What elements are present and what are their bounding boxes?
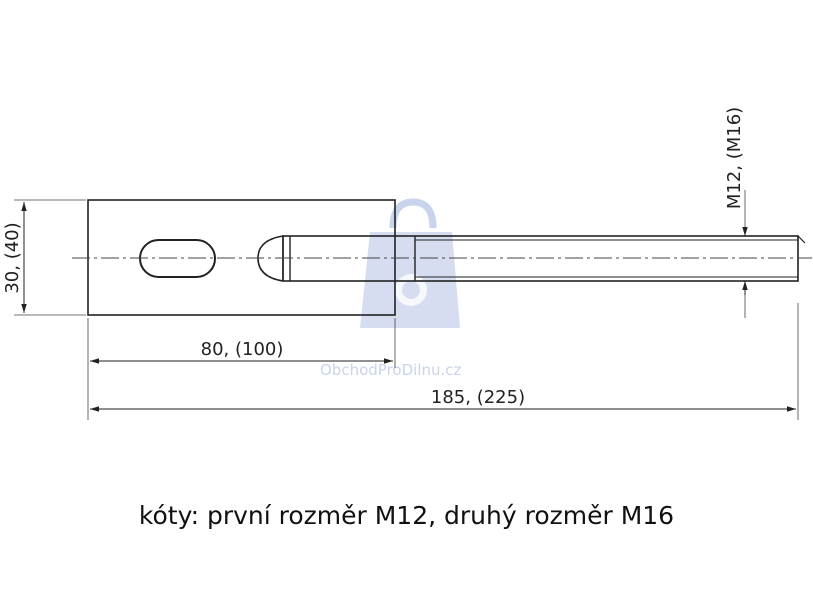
threaded-rod	[282, 235, 799, 282]
watermark: ObchodProDilnu.cz	[320, 198, 461, 379]
plate-length-label: 80, (100)	[201, 339, 284, 360]
thread-dimension-label: M12, (M16)	[724, 107, 745, 209]
plate-slot	[139, 239, 216, 278]
caption: kóty: první rozměr M12, druhý rozměr M16	[138, 501, 675, 530]
anchor-plate	[87, 199, 396, 316]
weld-bead	[257, 235, 284, 282]
height-dimension-label: 30, (40)	[2, 222, 23, 293]
rod-end-chamfer	[797, 235, 806, 244]
shopping-bag-tools-icon	[360, 198, 460, 328]
watermark-text: ObchodProDilnu.cz	[320, 361, 461, 379]
total-length-label: 185, (225)	[431, 387, 525, 408]
